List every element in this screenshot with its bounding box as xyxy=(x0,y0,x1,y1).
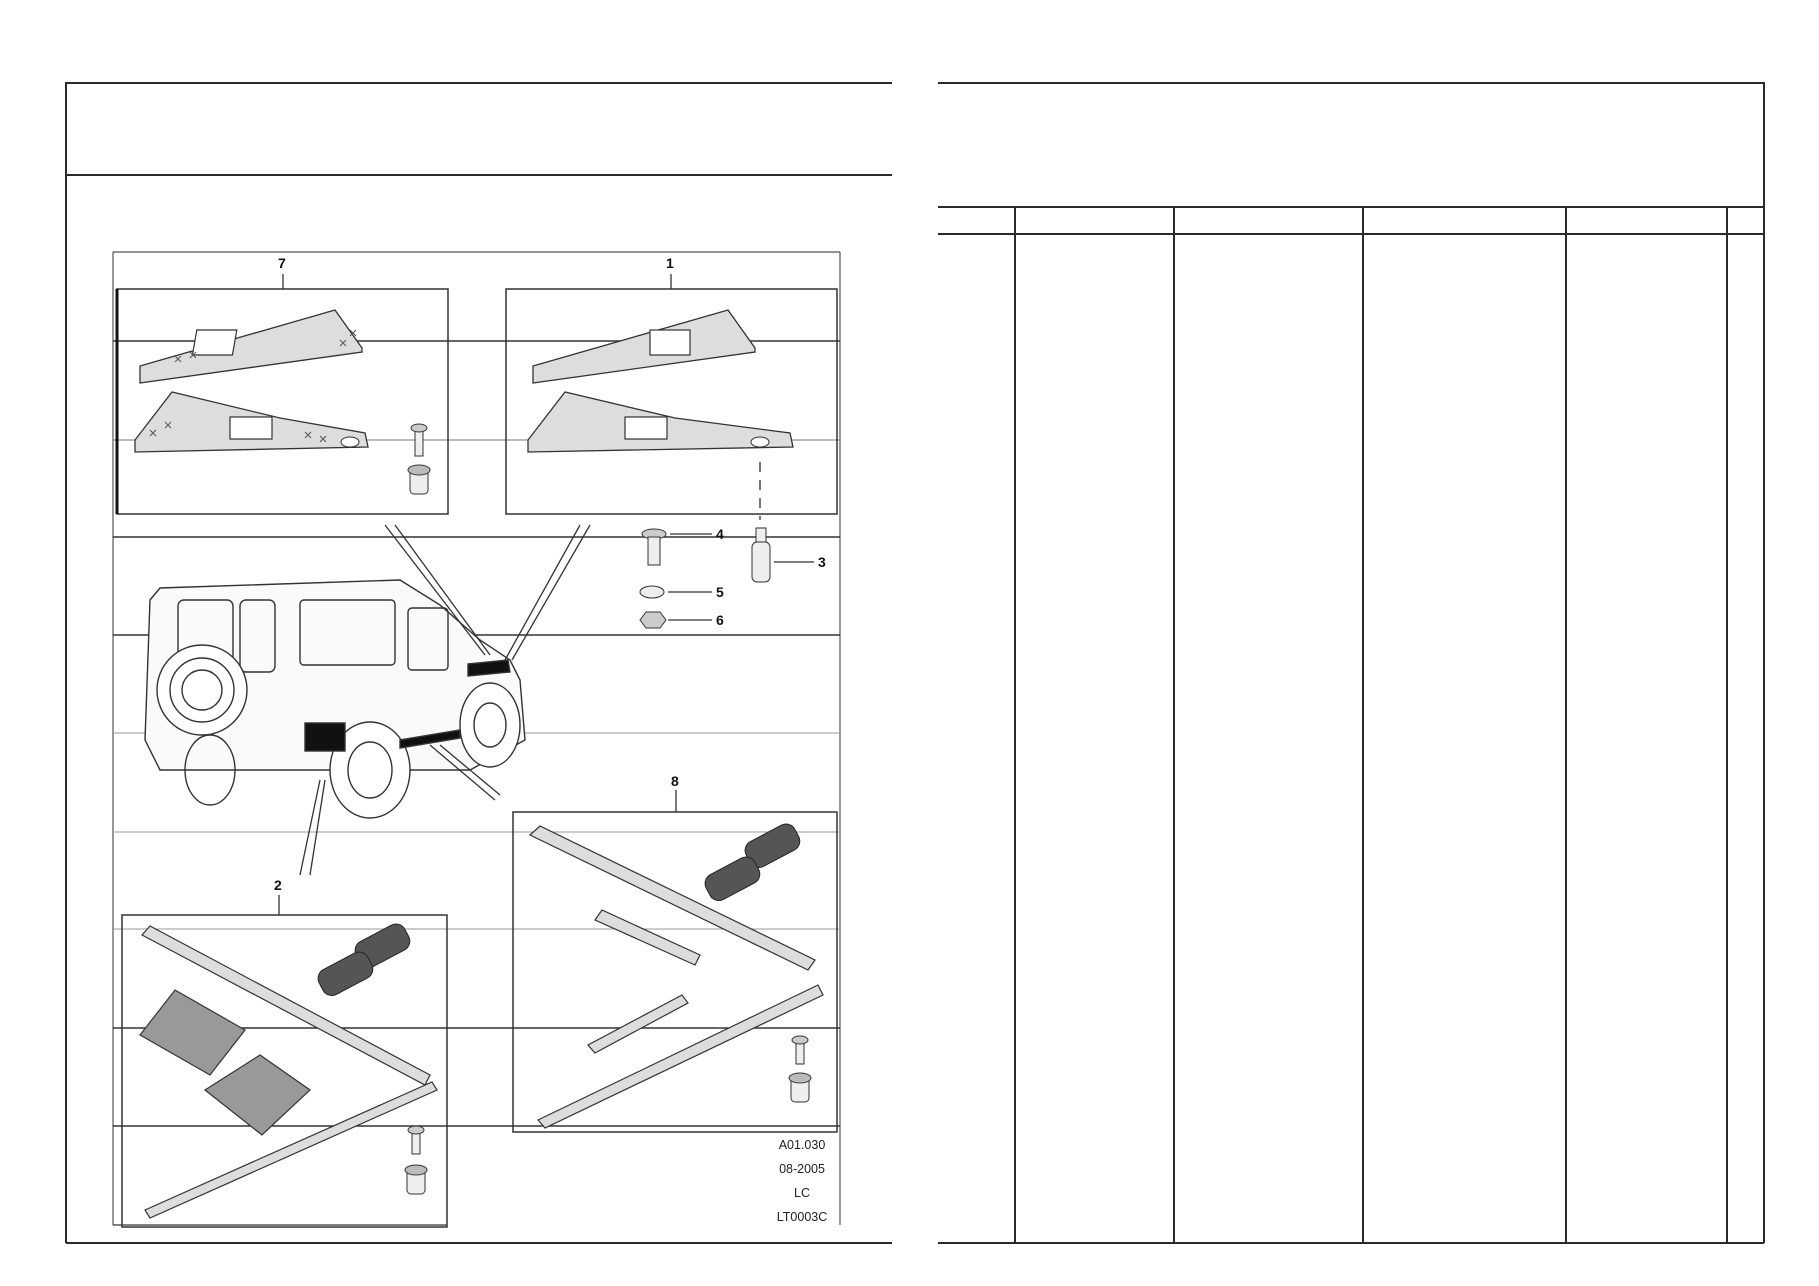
left-header-rule xyxy=(66,174,892,176)
left-bottom-rule xyxy=(66,1242,892,1244)
kit-8-box xyxy=(512,811,838,1133)
right-top-rule xyxy=(938,82,1764,84)
kit-7-box xyxy=(115,274,449,515)
table-col-divider-1 xyxy=(1014,206,1016,1243)
table-header-bottom xyxy=(938,233,1764,235)
callout-3: 3 xyxy=(818,554,826,570)
table-col-divider-3 xyxy=(1362,206,1364,1243)
callout-2: 2 xyxy=(274,877,282,893)
callout-5: 5 xyxy=(716,584,724,600)
callout-4: 4 xyxy=(716,526,724,542)
right-bottom-rule xyxy=(938,1242,1764,1244)
fasteners xyxy=(639,527,814,629)
callout-1: 1 xyxy=(666,255,674,271)
table-col-divider-2 xyxy=(1173,206,1175,1243)
stamp-date: 08-2005 xyxy=(779,1162,825,1176)
left-top-rule xyxy=(66,82,892,84)
callout-6: 6 xyxy=(716,612,724,628)
callout-8: 8 xyxy=(671,773,679,789)
table-col-divider-4 xyxy=(1565,206,1567,1243)
table-col-divider-5 xyxy=(1726,206,1728,1243)
left-edge xyxy=(65,82,67,1243)
table-header-top xyxy=(938,206,1764,208)
stamp-code: LC xyxy=(794,1186,810,1200)
stamp-ref: A01.030 xyxy=(778,1138,826,1152)
kit-2-box xyxy=(113,914,448,1228)
kit-1-box xyxy=(505,274,838,520)
vehicle-drawing xyxy=(144,579,526,819)
stamp-drawing-number: LT0003C xyxy=(776,1210,828,1224)
callout-7: 7 xyxy=(278,255,286,271)
right-edge xyxy=(1763,82,1765,1243)
